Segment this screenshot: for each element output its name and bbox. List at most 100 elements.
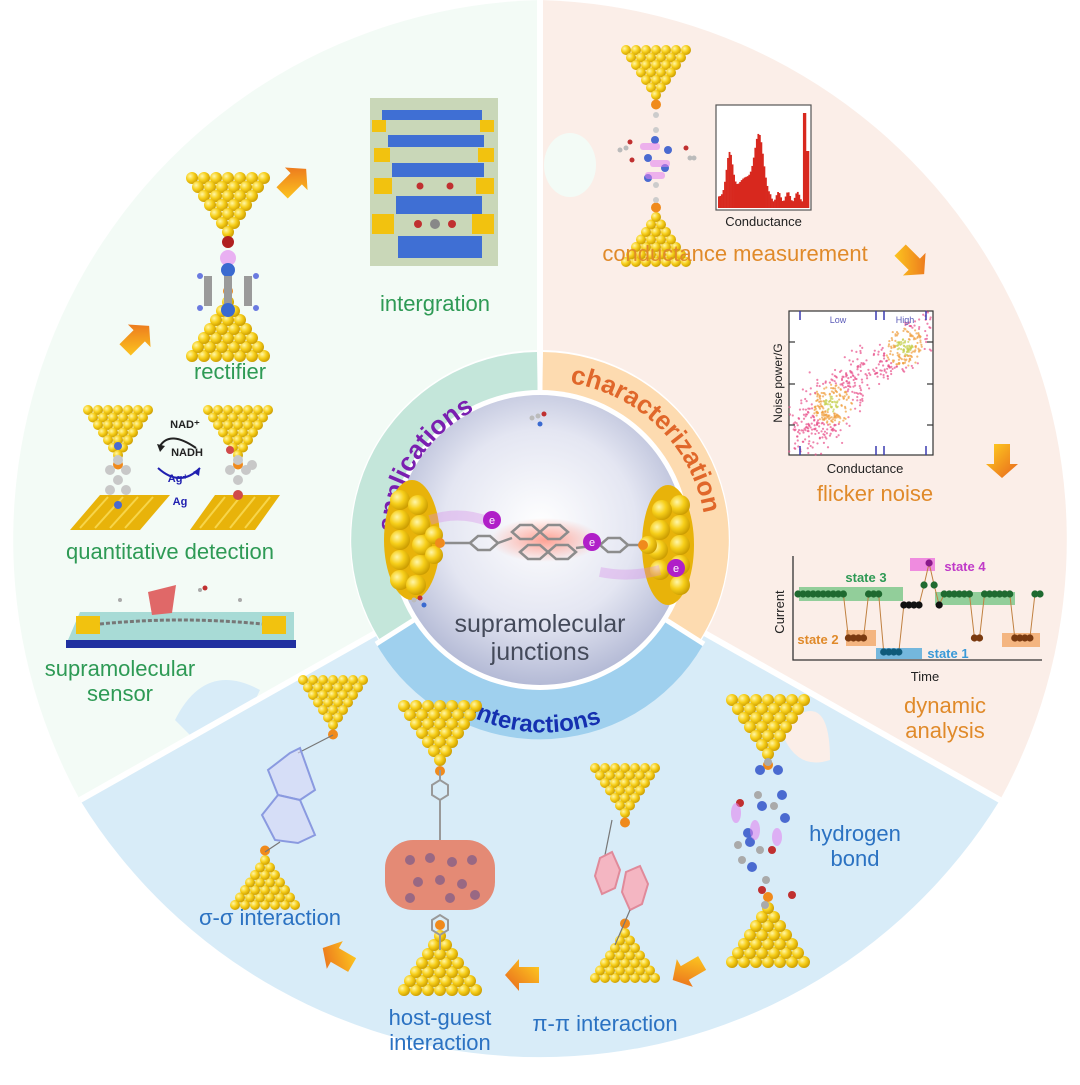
histogram-bar	[796, 191, 799, 208]
scatter-point	[802, 408, 805, 411]
histogram-bar	[781, 200, 784, 208]
scatter-point	[911, 366, 914, 370]
scatter-point	[818, 425, 821, 428]
scatter-point	[904, 321, 907, 324]
scatter-point	[811, 446, 814, 449]
scatter-point	[858, 410, 862, 413]
scatter-point	[816, 399, 819, 402]
integration-device-image	[370, 98, 498, 266]
scatter-point	[861, 399, 864, 403]
scatter-point	[805, 390, 808, 393]
trace-point	[870, 590, 878, 598]
histogram-bar	[724, 181, 726, 208]
scatter-point	[838, 394, 842, 397]
histogram-bar	[743, 177, 746, 208]
scatter-point	[798, 408, 802, 411]
scatter-point	[818, 437, 821, 440]
scatter-point	[788, 450, 791, 453]
scatter-point	[879, 373, 882, 376]
trace-point	[950, 590, 958, 598]
scatter-point	[802, 417, 806, 420]
scatter-point	[905, 353, 908, 357]
scatter-point	[891, 359, 895, 362]
arrow-icon	[119, 324, 151, 356]
scatter-point	[889, 350, 892, 353]
scatter-point	[852, 378, 855, 382]
scatter-point	[885, 371, 888, 374]
scatter-point	[807, 407, 810, 410]
scatter-point	[852, 385, 855, 388]
scatter-point	[825, 421, 829, 424]
histogram-bar	[807, 151, 810, 208]
histogram-bar	[793, 197, 796, 208]
scatter-point	[851, 360, 855, 363]
scatter-point	[839, 388, 842, 391]
histogram-bar	[751, 165, 754, 208]
trace-point	[920, 581, 928, 589]
scatter-point	[829, 405, 832, 408]
scatter-point	[902, 349, 905, 352]
trace-point	[809, 590, 817, 598]
scatter-point	[830, 416, 833, 419]
scatter-point	[886, 356, 890, 359]
scatter-point	[859, 386, 862, 390]
scatter-point	[821, 436, 824, 439]
scatter-point	[809, 444, 812, 448]
sigma-sigma-molecule	[260, 734, 334, 853]
histogram-bar	[795, 193, 798, 208]
scatter-point	[831, 401, 834, 404]
gold-tip-icon	[186, 286, 270, 362]
scatter-point	[844, 385, 847, 389]
scatter-point	[925, 337, 928, 340]
trace-point	[890, 648, 898, 656]
scatter-point	[896, 344, 899, 347]
scatter-point	[920, 345, 923, 348]
scatter-point	[833, 412, 836, 415]
scatter-point	[831, 418, 835, 421]
scatter-point	[842, 386, 846, 389]
scatter-point	[826, 423, 830, 426]
svg-text:e: e	[673, 563, 679, 575]
state4-label: state 4	[944, 559, 986, 574]
scatter-point	[867, 368, 870, 371]
scatter-point	[872, 353, 875, 357]
scatter-point	[924, 329, 927, 333]
gold-tip-icon	[230, 845, 300, 910]
histogram-bar	[772, 201, 775, 208]
conductance-histogram	[715, 104, 812, 211]
scatter-point	[825, 386, 828, 389]
scatter-point	[833, 368, 837, 372]
scatter-point	[813, 406, 816, 409]
rectifier-molecule	[197, 236, 259, 317]
scatter-point	[797, 445, 800, 448]
electron-icon: e	[483, 511, 501, 529]
hydrogen-bond-label: hydrogen bond	[809, 821, 901, 871]
scatter-point	[843, 395, 846, 398]
scatter-point	[832, 410, 835, 413]
scatter-point	[821, 421, 824, 424]
scatter-point	[788, 413, 792, 416]
scatter-point	[875, 366, 878, 370]
scatter-point	[882, 373, 885, 377]
scatter-point	[836, 405, 839, 408]
scatter-point	[856, 392, 860, 395]
scatter-point	[822, 392, 825, 395]
histogram-xlabel: Conductance	[725, 214, 802, 229]
state3-band	[799, 587, 903, 601]
histogram-bar	[757, 133, 760, 208]
scatter-point	[847, 395, 850, 398]
histogram-bar	[789, 196, 792, 208]
scatter-point	[917, 327, 921, 331]
scatter-point	[806, 410, 810, 413]
scatter-point	[859, 401, 862, 404]
scatter-point	[887, 358, 890, 361]
scatter-point	[807, 427, 810, 430]
sigma-sigma-interaction-label: σ-σ interaction	[198, 905, 342, 930]
scatter-point	[859, 398, 862, 402]
scatter-point	[805, 400, 808, 403]
scatter-point	[866, 383, 869, 387]
scatter-point	[911, 345, 914, 348]
scatter-point	[893, 345, 897, 349]
